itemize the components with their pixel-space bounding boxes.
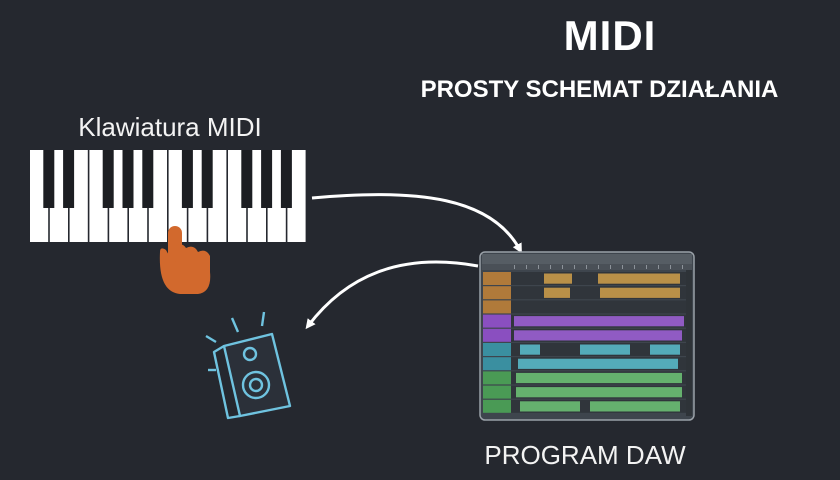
ruler-tick	[622, 265, 623, 269]
black-key	[181, 150, 193, 208]
ruler-tick	[538, 265, 539, 269]
ruler-tick	[634, 265, 635, 269]
ruler-tick	[514, 265, 515, 269]
daw-clip	[650, 344, 680, 355]
daw-clip	[580, 344, 630, 355]
black-key	[43, 150, 55, 208]
black-key	[261, 150, 273, 208]
black-key	[201, 150, 213, 208]
ruler-tick	[682, 265, 683, 269]
daw-clip	[544, 273, 572, 284]
keyboard-label: Klawiatura MIDI	[78, 112, 262, 142]
daw-window	[479, 251, 695, 421]
white-key	[287, 150, 306, 242]
track-header	[483, 272, 511, 285]
track-header	[483, 300, 511, 314]
diagram-title: MIDI	[563, 12, 657, 59]
white-key	[148, 150, 167, 242]
ruler-tick	[598, 265, 599, 269]
black-key	[63, 150, 75, 208]
daw-clips	[514, 273, 684, 412]
ruler-tick	[526, 265, 527, 269]
daw-clip	[520, 344, 540, 355]
daw-clip	[600, 287, 680, 298]
arrow-keyboard-to-daw	[311, 193, 522, 254]
ruler-tick	[610, 265, 611, 269]
daw-clip	[516, 387, 682, 398]
track-header	[483, 328, 511, 342]
track-header	[483, 357, 511, 371]
black-key	[241, 150, 253, 208]
hand-icon	[159, 226, 211, 294]
daw-titlebar	[482, 254, 692, 264]
black-key	[280, 150, 292, 208]
black-key	[102, 150, 114, 208]
daw-clip	[518, 358, 678, 369]
midi-keyboard	[30, 150, 306, 242]
daw-ruler-ticks	[514, 265, 683, 269]
arrow-daw-to-speaker	[305, 260, 479, 330]
daw-clip	[516, 372, 682, 384]
daw-clip	[598, 273, 680, 284]
black-keys	[43, 150, 292, 208]
daw-label: PROGRAM DAW	[484, 440, 686, 470]
daw-clip	[514, 330, 682, 341]
daw-scrollbar	[686, 270, 692, 416]
track-lane	[511, 300, 686, 314]
ruler-tick	[562, 265, 563, 269]
white-key	[208, 150, 227, 242]
ruler-tick	[586, 265, 587, 269]
ruler-tick	[670, 265, 671, 269]
track-header	[483, 371, 511, 385]
daw-clip	[520, 401, 580, 412]
daw-clip	[544, 287, 570, 298]
track-header	[483, 343, 511, 356]
track-header	[483, 286, 511, 300]
black-key	[122, 150, 134, 208]
track-header	[483, 399, 511, 413]
white-key	[69, 150, 88, 242]
ruler-tick	[550, 265, 551, 269]
diagram-subtitle: PROSTY SCHEMAT DZIAŁANIA	[420, 76, 779, 103]
track-header	[483, 314, 511, 328]
black-key	[142, 150, 154, 208]
speaker-icon	[205, 311, 292, 420]
daw-clip	[514, 316, 684, 327]
ruler-tick	[574, 265, 575, 269]
daw-clip	[590, 401, 680, 412]
ruler-tick	[646, 265, 647, 269]
ruler-tick	[658, 265, 659, 269]
track-header	[483, 385, 511, 399]
